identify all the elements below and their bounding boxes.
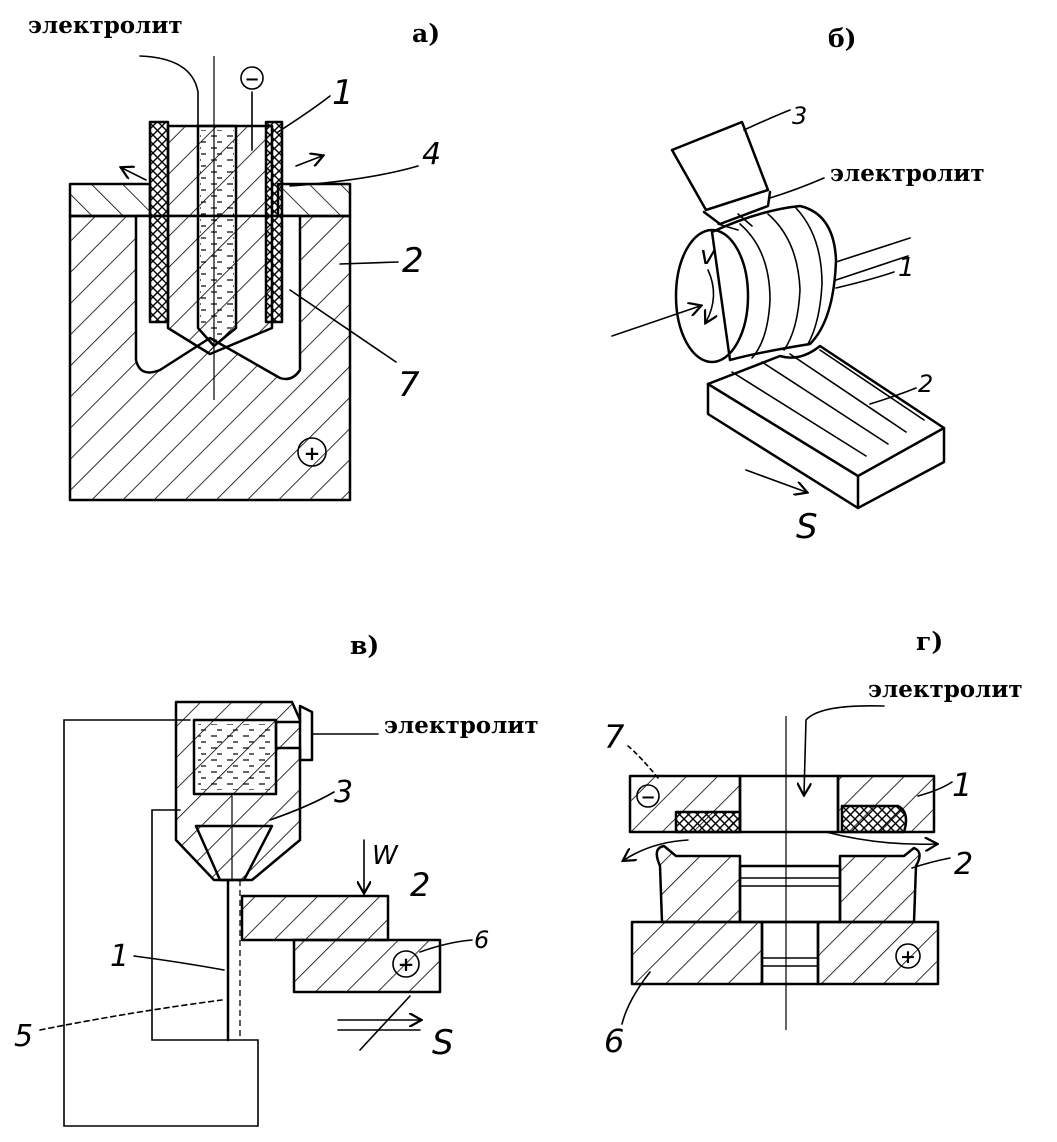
panel-d-label-1: 1 (952, 766, 972, 804)
panel-d-insulation-left (674, 810, 742, 834)
panel-a-label-7: 7 (398, 365, 420, 405)
panel-b-label-s: S (796, 507, 818, 547)
panel-a-insulation-right (264, 120, 284, 324)
svg-text:−: − (640, 787, 655, 808)
panel-d-minus-terminal (636, 784, 660, 808)
panel-a: электролит а) − 1 4 2 7 (28, 12, 441, 502)
panel-b-label-1: 1 (898, 253, 915, 283)
panel-d-table-left (630, 920, 764, 986)
panel-b-label-3: 3 (792, 102, 807, 130)
panel-c-plus-terminal (392, 950, 420, 978)
panel-a-plate-left (68, 182, 152, 218)
panel-c-label-2: 2 (410, 866, 430, 904)
panel-a-plate-right (276, 182, 352, 218)
panel-d-insulation-right (840, 804, 908, 834)
panel-d-label-2: 2 (954, 847, 973, 882)
panel-c-label-w: W (372, 841, 399, 871)
panel-a-plus-terminal (297, 437, 327, 467)
panel-c-nozzle (194, 824, 274, 882)
panel-c-electrolyte-chamber (192, 718, 278, 796)
panel-c-label-3: 3 (334, 775, 353, 810)
panel-b-roller-face (674, 228, 750, 364)
panel-b-electrolyte-label: электролит (830, 160, 985, 187)
panel-d-label-7: 7 (604, 718, 625, 756)
panel-a-electrolyte-channel (196, 124, 238, 348)
svg-text:+: + (304, 441, 321, 465)
panel-c-label-5: 5 (14, 1019, 33, 1054)
panel-d-workpiece (655, 844, 742, 924)
panel-c-label-1: 1 (110, 939, 129, 974)
panel-d-title: г) (916, 627, 943, 656)
panel-b-title: б) (828, 24, 857, 53)
panel-c-label-6: 6 (474, 926, 489, 954)
panel-d: г) электролит − 7 1 2 (604, 627, 1023, 1060)
panel-c-circuit (63, 719, 259, 1127)
panel-d-label-6: 6 (604, 1022, 624, 1060)
panel-a-label-2: 2 (402, 241, 424, 281)
panel-b-roller (710, 204, 838, 362)
panel-c-electrolyte-label: электролит (384, 712, 539, 739)
panel-a-insulation-left (148, 120, 170, 324)
panel-c: в) электролит 3 1 5 2 W + 6 (14, 631, 539, 1127)
panel-a-title: а) (412, 19, 440, 48)
svg-text:+: + (398, 952, 415, 976)
svg-text:−: − (244, 69, 259, 90)
panel-d-plus-terminal (895, 943, 921, 969)
panel-b-label-2: 2 (918, 370, 933, 398)
panel-b: б) электролит 3 v 1 2 S (611, 24, 985, 547)
panel-a-label-4: 4 (422, 137, 441, 172)
panel-b-nozzle (670, 120, 770, 212)
panel-d-electrolyte-label: электролит (868, 676, 1023, 703)
panel-c-label-s: S (432, 1023, 454, 1063)
panel-a-electrolyte-label: электролит (28, 12, 183, 39)
panel-c-table (292, 938, 442, 994)
panel-c-title: в) (350, 631, 379, 660)
panel-a-minus-terminal (240, 66, 264, 90)
svg-text:+: + (900, 946, 916, 968)
panel-b-workpiece (706, 344, 946, 510)
panel-b-label-v: v (700, 241, 716, 271)
panel-d-table-right (816, 920, 940, 986)
panel-a-label-1: 1 (332, 73, 354, 113)
panel-a-electrolyte-feed (139, 55, 199, 131)
panel-c-workpiece (240, 894, 390, 942)
